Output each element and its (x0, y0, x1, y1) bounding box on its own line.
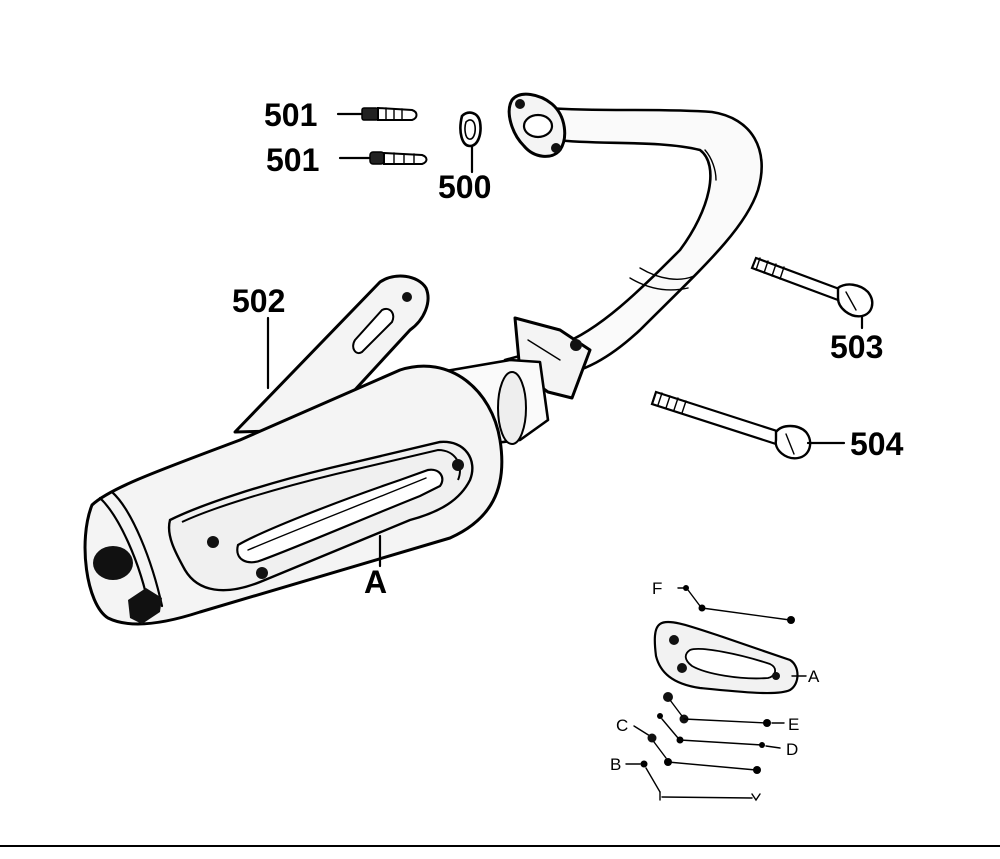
bolt-501-upper (336, 106, 418, 121)
label-503: 503 (830, 329, 883, 365)
exhaust-head-pipe (503, 92, 763, 400)
bolt-504 (650, 390, 846, 460)
inset-label-f: F (652, 579, 662, 598)
label-504: 504 (850, 426, 904, 462)
inset-label-e: E (788, 715, 799, 734)
label-a: A (364, 564, 387, 600)
detail-inset: F A E D C B (610, 579, 820, 802)
bolt-501-lower (338, 151, 428, 165)
inset-label-a: A (808, 667, 820, 686)
inset-label-c: C (616, 716, 628, 735)
inset-label-b: B (610, 755, 621, 774)
muffler-assembly (83, 274, 550, 626)
label-501-upper: 501 (264, 97, 317, 133)
label-501-lower: 501 (266, 142, 319, 178)
bolt-503 (750, 256, 874, 330)
inset-label-d: D (786, 740, 798, 759)
gasket-500 (459, 111, 482, 174)
label-502: 502 (232, 283, 285, 319)
label-500: 500 (438, 169, 491, 205)
